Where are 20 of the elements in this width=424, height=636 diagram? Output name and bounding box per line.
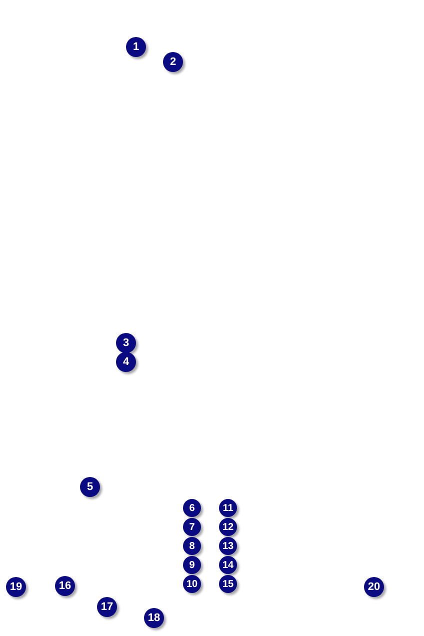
callout-number: 5: [80, 477, 100, 497]
callout-number: 2: [163, 52, 183, 72]
callout-number: 9: [183, 556, 201, 574]
callout-number: 10: [183, 575, 201, 593]
callout-number: 7: [183, 518, 201, 536]
callout-number: 4: [116, 352, 136, 372]
callout-number: 18: [144, 608, 164, 628]
callout-number: 1: [126, 37, 146, 57]
callout-number: 3: [116, 333, 136, 353]
callout-number: 13: [219, 537, 237, 555]
callout-number: 6: [183, 499, 201, 517]
callout-number: 19: [6, 577, 26, 597]
callout-number: 15: [219, 575, 237, 593]
callout-number: 8: [183, 537, 201, 555]
callout-number: 16: [55, 576, 75, 596]
callout-number: 20: [364, 577, 384, 597]
callout-number: 14: [219, 556, 237, 574]
callout-number: 11: [219, 499, 237, 517]
callout-number: 17: [97, 597, 117, 617]
callout-number: 12: [219, 518, 237, 536]
